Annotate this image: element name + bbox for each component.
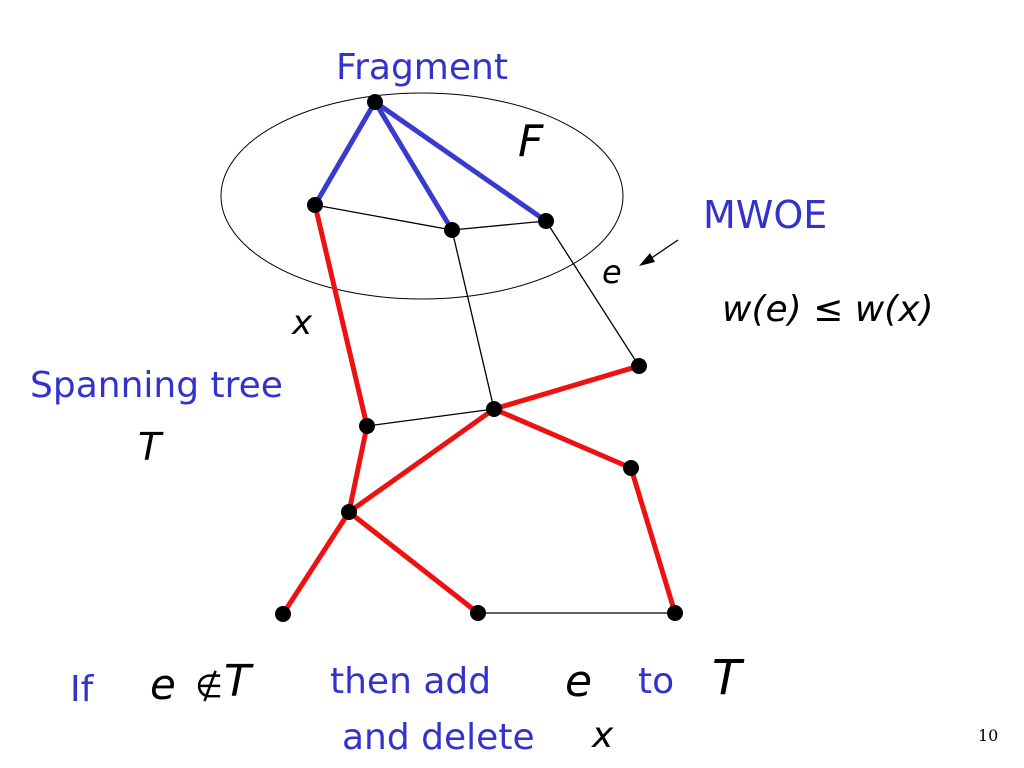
target-t: T	[712, 650, 742, 706]
fragment-edge-right	[372, 99, 549, 224]
edge-mid-center	[451, 229, 495, 410]
node	[486, 401, 502, 417]
non-tree-edges	[314, 204, 675, 614]
edge-mid-right	[451, 220, 547, 231]
tree-edge	[491, 406, 634, 471]
fragment-ellipse	[220, 92, 624, 300]
edge-cross-middle	[366, 408, 495, 427]
tree-edge	[346, 423, 370, 515]
fragment-edge-left	[312, 99, 378, 208]
node	[470, 605, 486, 621]
tree-edge-x	[312, 202, 370, 429]
edge-left-mid	[314, 204, 453, 231]
node	[623, 460, 639, 476]
node	[275, 606, 291, 622]
tree-edge	[346, 509, 481, 616]
condition-e: e	[150, 660, 176, 709]
then-add-text: then add	[330, 661, 492, 702]
edge-e-mwoe	[545, 220, 640, 367]
delete-x: x	[592, 715, 614, 756]
tree-edge	[491, 363, 642, 412]
node	[341, 504, 357, 520]
fragment-edge-mid	[372, 99, 455, 233]
edge-e-label: e	[602, 253, 622, 291]
mwoe-arrow	[639, 239, 679, 266]
condition-t: T	[224, 656, 251, 707]
fragment-edges	[312, 99, 549, 233]
tree-symbol-t: T	[138, 425, 162, 469]
to-word: to	[638, 661, 675, 702]
page-number: 10	[978, 726, 999, 745]
node	[359, 418, 375, 434]
nodes	[275, 94, 683, 622]
fragment-symbol-f: F	[518, 116, 544, 167]
node	[631, 358, 647, 374]
fragment-label: Fragment	[336, 47, 508, 88]
spanning-tree-label: Spanning tree	[30, 365, 283, 406]
if-word: If	[70, 669, 94, 710]
tree-edge	[346, 406, 497, 515]
edge-x-label: x	[292, 303, 313, 343]
node	[367, 94, 383, 110]
weight-inequality: w(e) ≤ w(x)	[722, 289, 934, 330]
node	[444, 222, 460, 238]
tree-edges	[280, 202, 678, 617]
node	[538, 213, 554, 229]
and-delete-text: and delete	[342, 717, 535, 758]
tree-edge	[628, 465, 678, 616]
node	[307, 197, 323, 213]
not-in-symbol: ∉	[195, 667, 223, 705]
node	[667, 605, 683, 621]
tree-edge	[280, 509, 352, 617]
add-e: e	[565, 656, 593, 707]
mwoe-label: MWOE	[703, 193, 828, 237]
